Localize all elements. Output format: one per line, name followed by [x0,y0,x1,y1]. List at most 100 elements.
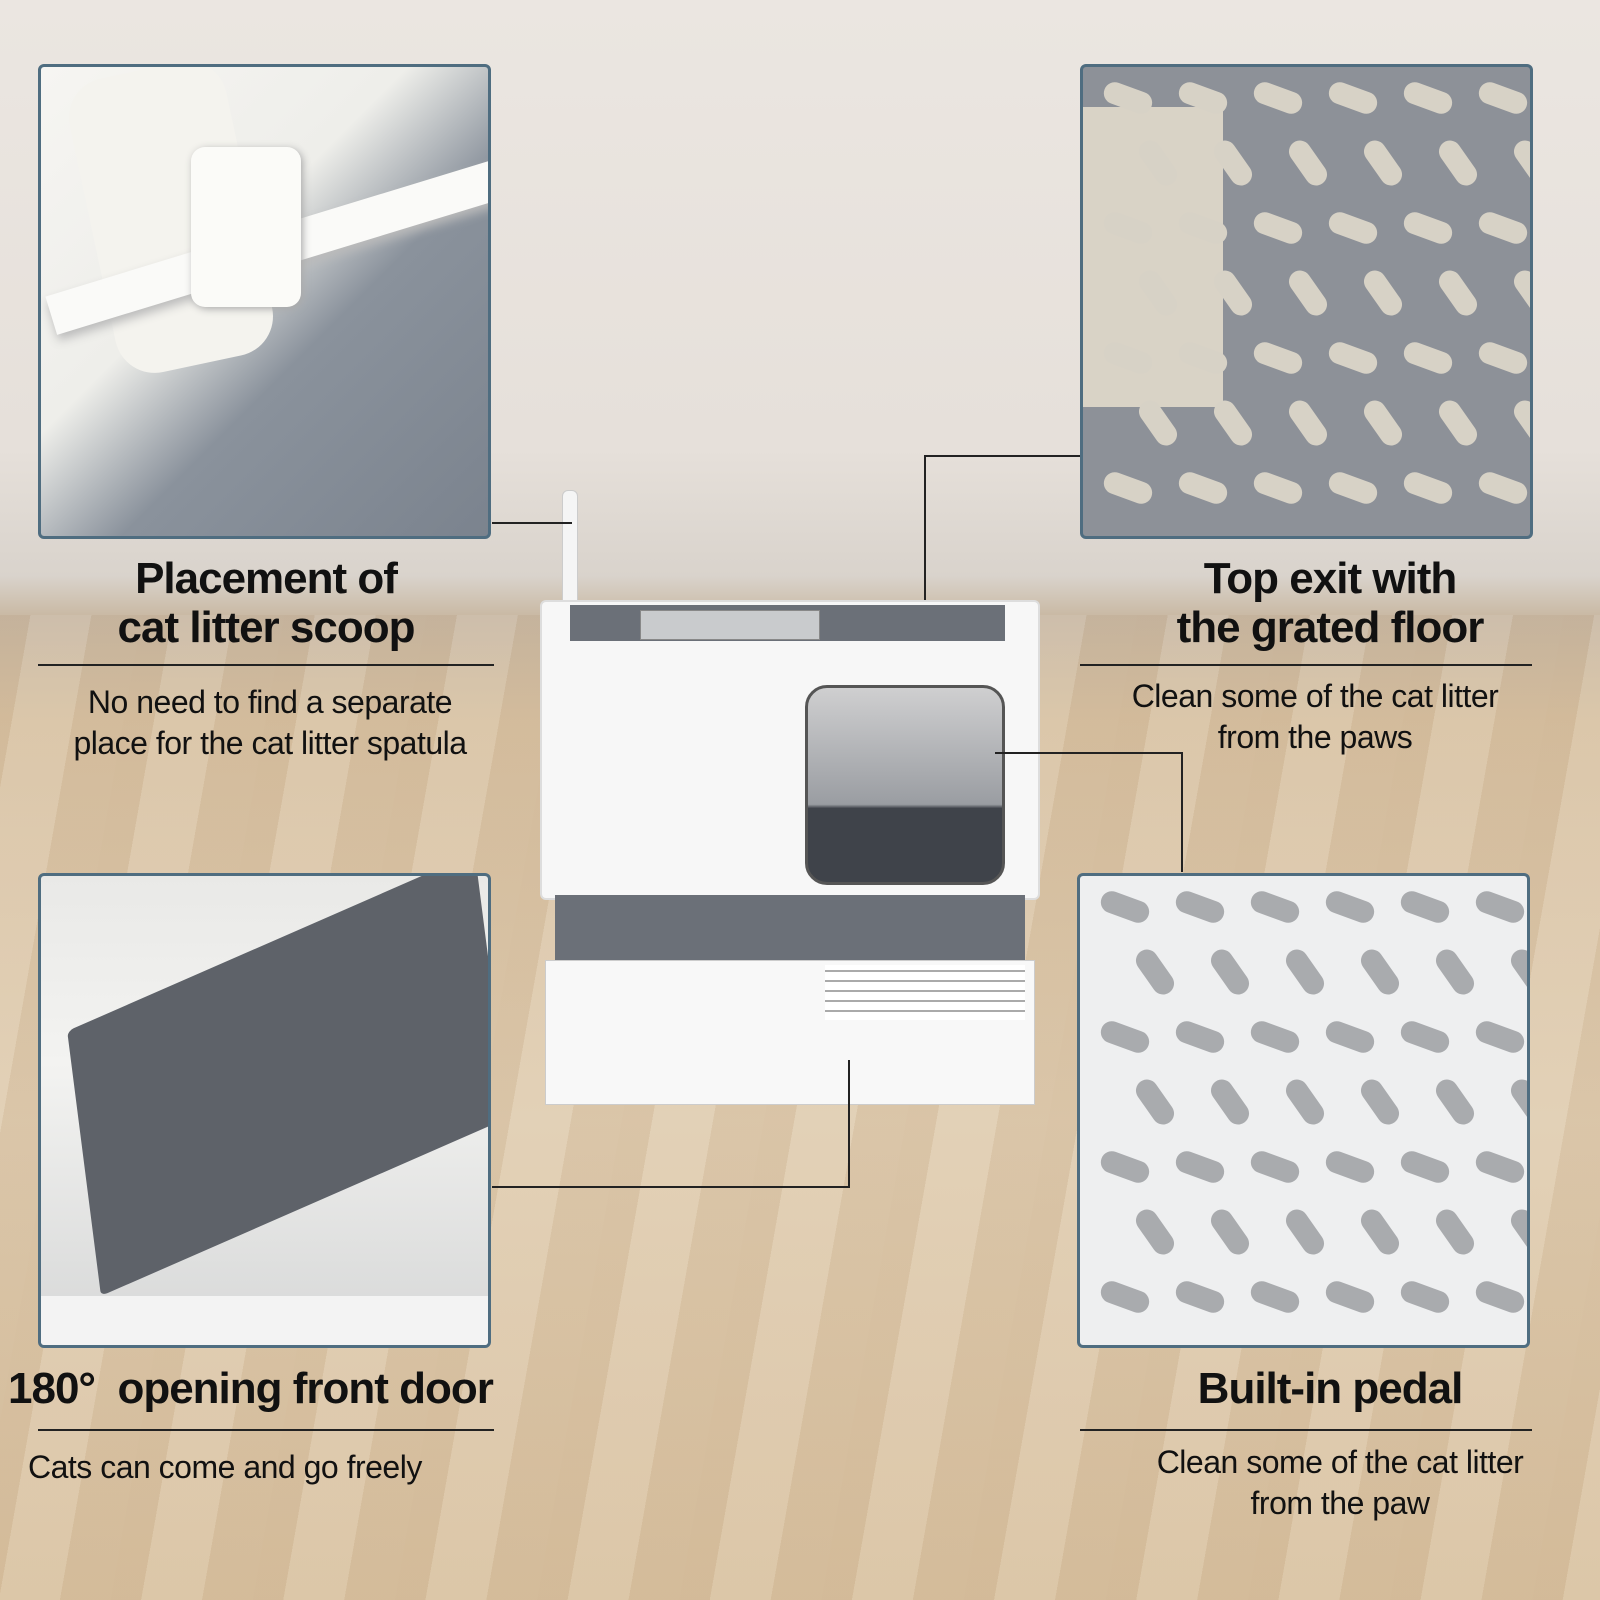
grate-slot [1131,945,1179,999]
feature-desc-pedal: Clean some of the cat litter from the pa… [1100,1442,1580,1524]
grate-slot [1472,1148,1527,1186]
grate-slot [1097,1018,1153,1056]
grate-slot [1509,396,1530,450]
grated-floor-photo [1080,64,1533,539]
grate-slot [1397,1148,1453,1186]
title-line: Placement of [135,554,398,603]
grate-slot [1400,339,1456,377]
feature-desc-front-door: Cats can come and go freely [28,1449,422,1485]
grate-slot [1100,469,1156,507]
grate-slot [1206,1205,1254,1259]
grate-slot [1097,1278,1153,1316]
grate-slot [1475,469,1530,507]
grate-slot [1131,1075,1179,1129]
grate-slot [1431,1205,1479,1259]
grate-slot [1359,396,1407,450]
grate-slot [1250,209,1306,247]
grate-slot [1281,1205,1329,1259]
desc-line: Clean some of the cat litter [1156,1444,1524,1480]
grate-slot [1172,1148,1228,1186]
feature-desc-scoop: No need to find a separate place for the… [20,682,520,764]
title-line: cat litter scoop [117,603,416,652]
grate-slot [1359,266,1407,320]
grate-slot [1206,945,1254,999]
grate-slot [1472,1278,1527,1316]
grate-slot [1175,469,1231,507]
grate-slot [1247,888,1303,926]
grate-slot [1322,1018,1378,1056]
grate-slot [1475,209,1530,247]
grate-slot [1172,1018,1228,1056]
grate-slot [1097,1148,1153,1186]
grate-slot [1209,396,1257,450]
title-line: the grated floor [1176,603,1485,652]
grate-slot [1206,1075,1254,1129]
grate-slot [1400,79,1456,117]
grate-slot [1250,469,1306,507]
litter-box-product [540,490,1040,1150]
grate-slot [1400,469,1456,507]
grate-slot [1247,1278,1303,1316]
grate-slot [1284,136,1332,190]
feature-title-scoop: Placement of cat litter scoop [38,554,494,652]
grate-slot [1356,945,1404,999]
grate-slot [1325,79,1381,117]
front-door-window [805,685,1005,885]
grate-slot [1509,136,1530,190]
desc-line: place for the cat litter spatula [73,725,467,761]
grate-slot [1325,209,1381,247]
grate-slot [1475,339,1530,377]
grate-slot [1475,79,1530,117]
grate-slot [1172,1278,1228,1316]
grate-slot [1131,1205,1179,1259]
grate-slot [1250,339,1306,377]
divider [1080,664,1532,666]
grate-slot [1284,396,1332,450]
grate-slot [1281,945,1329,999]
grate-slot [1097,888,1153,926]
grate-slot [1284,266,1332,320]
grate-slot [1322,888,1378,926]
grate-slot [1250,79,1306,117]
front-door-photo [38,873,491,1348]
grate-slot [1356,1075,1404,1129]
grate-slot [1472,888,1527,926]
grate-slot [1431,945,1479,999]
grate-slot [1247,1018,1303,1056]
desc-line: No need to find a separate [87,684,453,720]
desc-line: from the paw [1250,1485,1430,1521]
grate-slot [1397,1278,1453,1316]
grate-slot [1325,469,1381,507]
grate-slot [1431,1075,1479,1129]
grate-slot [1359,136,1407,190]
title-line: Top exit with [1203,554,1458,603]
grate-slot [1509,266,1530,320]
scoop-placement-photo [38,64,491,539]
divider [1080,1429,1532,1431]
feature-title-top-exit: Top exit with the grated floor [1100,554,1560,652]
grate-slot [1247,1148,1303,1186]
feature-desc-top-exit: Clean some of the cat litter from the pa… [1080,676,1550,758]
grate-slot [1322,1278,1378,1316]
grate-slot [1434,266,1482,320]
grate-slot [1172,888,1228,926]
grate-slot [1397,888,1453,926]
grate-slot [1506,1075,1527,1129]
grate-slot [1281,1075,1329,1129]
grate-slot [1506,1205,1527,1259]
desc-line: Clean some of the cat litter [1131,678,1499,714]
feature-title-pedal: Built-in pedal [1197,1364,1464,1413]
grate-slot [1434,396,1482,450]
divider [38,664,494,666]
grate-slot [1397,1018,1453,1056]
grate-slot [1434,136,1482,190]
grate-slot [1325,339,1381,377]
grate-slot [1400,209,1456,247]
grate-slot [1322,1148,1378,1186]
built-in-pedal-photo [1077,873,1530,1348]
desc-line: from the paws [1217,719,1413,755]
feature-title-front-door: 180° opening front door [8,1364,494,1413]
grate-slot [1506,945,1527,999]
divider [38,1429,494,1431]
grate-slot [1356,1205,1404,1259]
